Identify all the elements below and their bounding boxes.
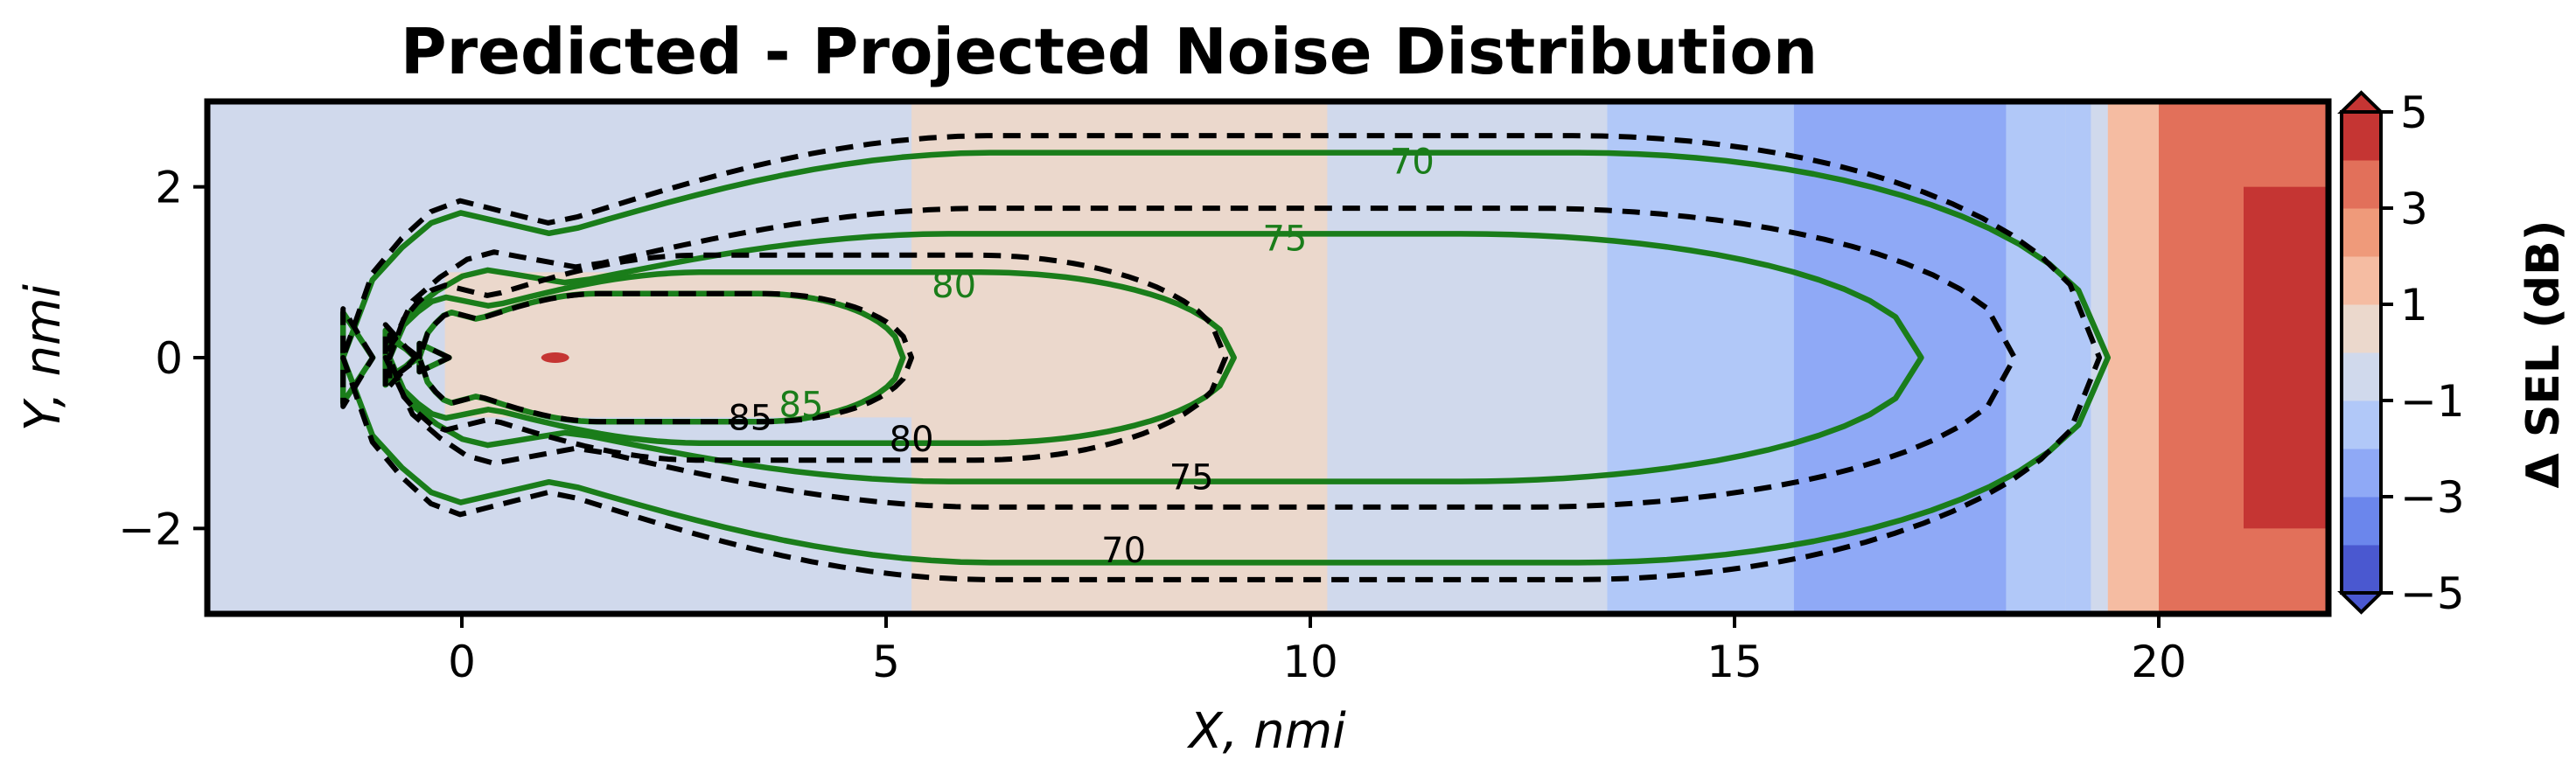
noise-contours — [339, 133, 2112, 582]
y-axis: −2 0 2 — [118, 163, 207, 554]
contour-label-75: 75 — [1262, 219, 1307, 259]
delta-region — [911, 101, 1328, 614]
y-axis-label: Y, nmi — [15, 283, 72, 431]
colorbar-segment — [2342, 545, 2381, 594]
colorbar-segment — [2342, 449, 2381, 498]
colorbar-tick-label: −3 — [2400, 472, 2465, 523]
y-tick-label: −2 — [118, 504, 183, 554]
colorbar-extend-max — [2337, 90, 2385, 114]
delta-region — [2244, 186, 2328, 529]
projected-contour-75 — [382, 205, 2018, 510]
plot-area — [207, 101, 2328, 614]
colorbar-segment — [2342, 160, 2381, 209]
colorbar-tick-label: −1 — [2400, 376, 2465, 427]
delta-region — [2107, 101, 2159, 614]
colorbar-segment — [2342, 112, 2381, 161]
x-tick-label: 5 — [872, 637, 900, 687]
contour-label-70: 70 — [1390, 142, 1435, 182]
x-tick-label: 0 — [448, 637, 476, 687]
colorbar-extend-min — [2337, 591, 2385, 615]
chart-title: Predicted - Projected Noise Distribution — [401, 15, 1818, 88]
colorbar-tick-label: −5 — [2400, 568, 2465, 619]
colorbar: 5 3 1 −1 −3 −5 — [2337, 87, 2465, 619]
contour-label-75: 75 — [1169, 458, 1214, 498]
x-axis: 0 5 10 15 20 — [448, 614, 2187, 687]
x-tick-label: 15 — [1707, 637, 1763, 687]
projected-contour-80 — [387, 252, 1228, 463]
delta-sel-fill — [207, 101, 2328, 614]
delta-region — [1793, 101, 2007, 614]
contour-label-80: 80 — [890, 420, 934, 460]
colorbar-tick-label: 3 — [2400, 184, 2428, 234]
source-marker-group — [541, 352, 569, 363]
colorbar-label: Δ SEL (dB) — [2517, 220, 2570, 489]
contour-label-70: 70 — [1101, 531, 1146, 571]
colorbar-tick-label: 1 — [2400, 280, 2428, 331]
delta-region — [2065, 101, 2091, 614]
contour-label-80: 80 — [932, 266, 976, 306]
colorbar-frame — [2340, 110, 2383, 595]
x-tick-label: 20 — [2131, 637, 2187, 687]
colorbar-segment — [2342, 304, 2381, 353]
x-tick-label: 10 — [1282, 637, 1338, 687]
projected-contour-70 — [340, 133, 2103, 582]
colorbar-segment — [2342, 352, 2381, 401]
predicted-contour-80 — [387, 269, 1237, 446]
projected-contour-85 — [416, 290, 915, 425]
colorbar-segment — [2342, 208, 2381, 257]
source-marker — [541, 352, 569, 363]
x-axis-label: X, nmi — [1186, 703, 1346, 760]
colorbar-segment — [2342, 400, 2381, 449]
colorbar-segment — [2342, 497, 2381, 546]
colorbar-tick-label: 5 — [2400, 87, 2428, 138]
contour-label-85: 85 — [728, 398, 772, 438]
predicted-contour-75 — [382, 231, 1924, 484]
contour-label-85: 85 — [779, 386, 824, 426]
y-tick-label: 2 — [155, 163, 183, 213]
colorbar-segment — [2342, 256, 2381, 305]
predicted-contour-70 — [339, 150, 2112, 566]
y-tick-label: 0 — [155, 333, 183, 384]
